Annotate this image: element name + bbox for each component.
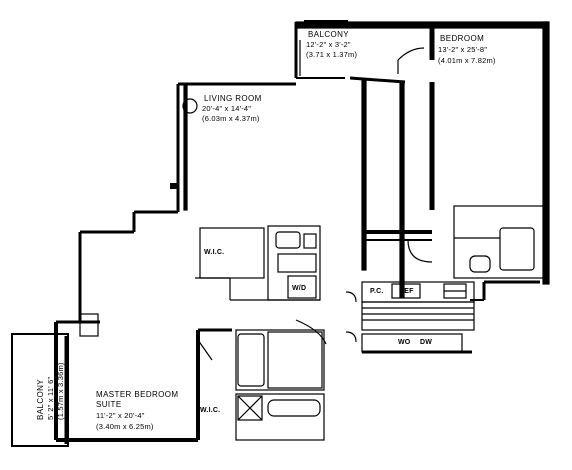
top-balcony-metric: (3.71 x 1.37m) xyxy=(306,50,358,59)
kitchen-walls xyxy=(345,281,475,354)
bedroom-name: BEDROOM xyxy=(440,34,485,43)
master-dims: 11'-2" x 20'-4" xyxy=(96,411,145,420)
column-icon xyxy=(182,98,198,114)
pc-label: P.C. xyxy=(370,288,384,295)
bedroom-dims: 13'-2" x 25'-8" xyxy=(438,45,488,54)
living-room-walls xyxy=(78,79,405,322)
upper-bath-walls xyxy=(195,225,321,301)
dw-label: DW xyxy=(420,339,433,346)
top-balcony-dims: 12'-2" x 3'-2" xyxy=(306,40,351,49)
wic-lower-label: W.I.C. xyxy=(200,407,221,414)
bedroom-metric: (4.01m x 7.82m) xyxy=(438,56,496,65)
wo-label: WO xyxy=(398,339,411,346)
left-balcony-dims: 5' 2" x 11' 6" xyxy=(46,376,55,420)
bedroom-walls xyxy=(294,21,550,301)
top-balcony-walls xyxy=(299,20,348,76)
master-name-2: SUITE xyxy=(96,400,122,409)
living-room-metric: (6.03m x 4.37m) xyxy=(202,114,260,123)
living-room-dims: 20'-4" x 14'-4" xyxy=(202,104,252,113)
left-balcony-metric: (1.57m x 3.36m) xyxy=(56,362,65,420)
top-balcony-name: BALCONY xyxy=(308,30,350,39)
left-balcony-walls xyxy=(11,333,69,447)
master-name: MASTER BEDROOM xyxy=(96,390,179,399)
wic-upper-label: W.I.C. xyxy=(204,249,225,256)
master-metric: (3.40m x 6.25m) xyxy=(96,422,154,431)
ref-label: REF xyxy=(399,288,414,295)
left-balcony-name: BALCONY xyxy=(36,378,45,420)
bedroom-bath-walls xyxy=(362,205,545,279)
living-room-name: LIVING ROOM xyxy=(204,94,262,103)
master-suite-walls xyxy=(54,313,327,442)
wd-upper-label: W/D xyxy=(292,285,307,292)
